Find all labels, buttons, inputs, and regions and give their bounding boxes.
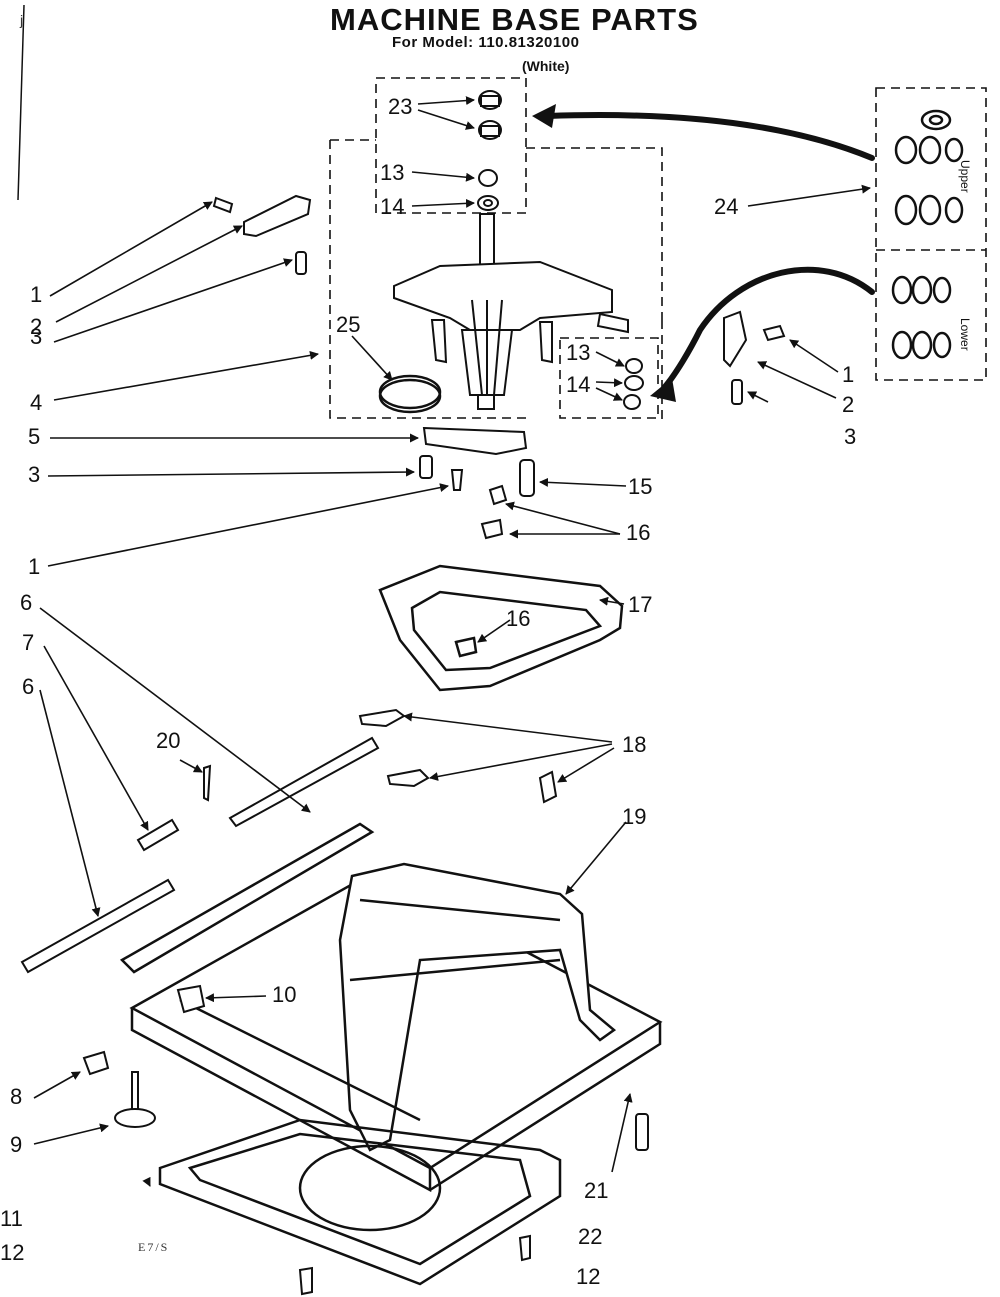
callout-7: 7 [22,630,35,655]
base-frame [119,822,663,1193]
callout-20: 20 [156,728,181,753]
page-edge-line [17,4,25,201]
callout-23: 23 [388,94,413,119]
arrow-head-side [650,378,676,402]
model-number: For Model: 110.81320100 [392,34,580,51]
side-bearings [623,358,644,410]
right-brackets [723,310,786,405]
clip-10 [176,984,206,1014]
callout-13: 13 [380,160,405,185]
callout-4: 4 [30,390,43,415]
inset-box [875,87,987,381]
callout-17: 17 [628,592,653,617]
page-title: MACHINE BASE PARTS [330,2,699,37]
ring-25 [378,374,442,414]
screws [298,1113,649,1296]
inset-label-upper: Upper [958,160,972,193]
callout-3-mid: 3 [28,462,41,487]
callout-12: 12 [0,1240,25,1265]
callout-1-right: 1 [842,362,855,387]
group-arrows [545,112,875,391]
brackets-18 [358,708,558,804]
bottom-pan [158,1118,562,1286]
callout-12-right: 12 [576,1264,601,1289]
callout-10: 10 [272,982,297,1007]
callout-3: 3 [30,324,43,349]
callout-2: 2 [30,314,43,339]
callout-5: 5 [28,424,41,449]
callout-24: 24 [714,194,739,219]
callout-8: 8 [10,1084,23,1109]
inset-label-lower: Lower [958,318,972,351]
footer-mark: E7/S [138,1240,170,1254]
callout-1: 1 [30,282,43,307]
callout-6-lower: 6 [22,674,35,699]
callout-16: 16 [626,520,651,545]
callout-6: 6 [20,590,33,615]
callout-15: 15 [628,474,653,499]
top-bearing-box [375,77,527,214]
callout-2-right: 2 [842,392,855,417]
bearing-stack [477,90,502,211]
left-brackets [212,194,312,275]
callout-16-frame: 16 [506,606,531,631]
callout-1-mid: 1 [28,554,41,579]
callout-18: 18 [622,732,647,757]
page-mark: j [20,12,24,28]
callout-13-side: 13 [566,340,591,365]
leveling-leg [82,1050,156,1128]
sub-frame [378,564,624,692]
callout-22: 22 [578,1224,603,1249]
leader-lines [33,96,871,1187]
rails [20,736,380,974]
middle-small-parts [419,426,535,540]
callout-21: 21 [584,1178,609,1203]
callout-11: 11 [0,1206,23,1231]
callout-3-right: 3 [844,424,857,449]
callout-14: 14 [380,194,405,219]
inset-parts [891,109,964,360]
callout-19: 19 [622,804,647,829]
color-note: (White) [522,58,570,74]
callout-14-side: 14 [566,372,591,397]
dashed-group-boxes [329,77,987,421]
hub-assembly [393,213,629,410]
arrow-head-top [532,104,556,128]
callout-25: 25 [336,312,361,337]
side-bearing-box [559,337,659,419]
callout-9: 9 [10,1132,23,1157]
